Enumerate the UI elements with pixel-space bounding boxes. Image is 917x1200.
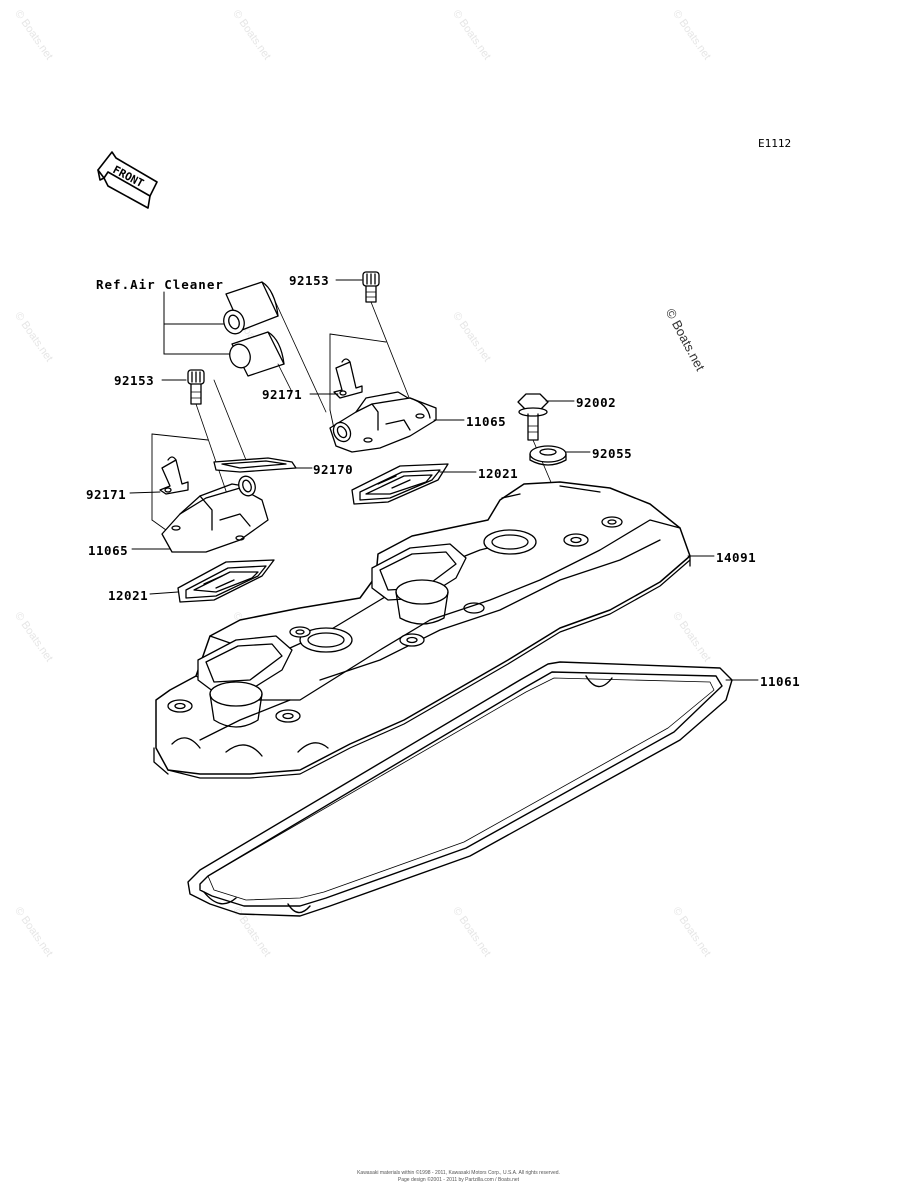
leader-line xyxy=(269,289,327,413)
callout-92153-top: 92153 xyxy=(289,273,330,288)
leader-line xyxy=(213,379,251,471)
hose-sleeve-lower xyxy=(229,331,285,377)
callout-11065-right: 11065 xyxy=(466,414,507,429)
callout-92055: 92055 xyxy=(592,446,633,461)
bolt-92153-left xyxy=(187,369,205,405)
callout-12021-left: 12021 xyxy=(108,588,149,603)
callout-92153-left: 92153 xyxy=(114,373,155,388)
head-cover-gasket-11061 xyxy=(187,661,733,917)
gasket-92170 xyxy=(213,457,297,473)
callout-leaders xyxy=(129,279,759,681)
grommet-92055 xyxy=(529,445,567,466)
cylinder-head-cover-14091 xyxy=(153,481,691,779)
callout-92170: 92170 xyxy=(313,462,354,477)
diagram-code: E1112 xyxy=(758,137,792,150)
bolt-92002 xyxy=(517,393,549,441)
callout-92002: 92002 xyxy=(576,395,617,410)
reed-valve-cover-11065-left xyxy=(161,475,269,553)
reed-valve-12021-left xyxy=(177,559,275,603)
ref-air-cleaner-bracket xyxy=(163,291,233,355)
ref-air-cleaner-note: Ref.Air Cleaner xyxy=(96,277,224,292)
clamp-plate-92171-left xyxy=(159,456,189,495)
hose-sleeve-upper xyxy=(223,281,279,335)
assembly-bracket-left xyxy=(151,433,209,531)
copyright-footer-line-1: Kawasaki materials within ©1998 - 2011, … xyxy=(357,1170,560,1176)
copyright-footer-line-2: Page design ©2001 - 2011 by Partzilla.co… xyxy=(397,1177,520,1183)
callout-11061: 11061 xyxy=(760,674,801,689)
callout-14091: 14091 xyxy=(716,550,757,565)
reed-valve-12021-upper xyxy=(351,463,449,505)
callout-92171-left: 92171 xyxy=(86,487,127,502)
clamp-plate-92171-upper xyxy=(333,358,363,399)
callout-12021-right: 12021 xyxy=(478,466,519,481)
front-direction-arrow-icon: FRONT xyxy=(97,151,158,209)
leader-line xyxy=(277,363,293,393)
front-arrow-label: FRONT xyxy=(111,163,147,190)
callout-92171-upper: 92171 xyxy=(262,387,303,402)
leader-line xyxy=(370,301,411,401)
callout-11065-left: 11065 xyxy=(88,543,129,558)
reed-valve-cover-11065-upper xyxy=(329,391,437,453)
bolt-92153-upper xyxy=(362,271,380,303)
